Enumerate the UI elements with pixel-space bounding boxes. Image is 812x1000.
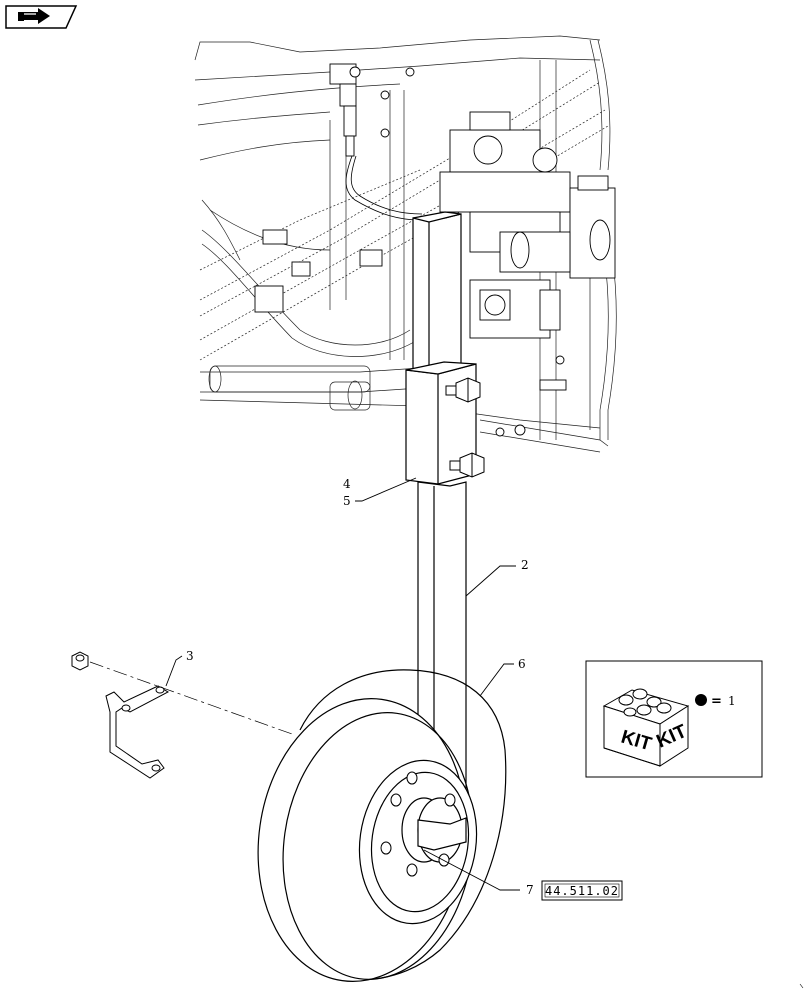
- kit-legend: KIT KIT = 1: [585, 660, 763, 778]
- callout-7: 7: [526, 883, 534, 897]
- clamp-bolt-lower: [449, 452, 485, 478]
- sensor-cable: [345, 155, 421, 221]
- reference-link-box[interactable]: 44.511.02: [541, 880, 623, 901]
- nut: [71, 651, 89, 671]
- kit-equals: =: [711, 694, 722, 709]
- callout-2: 2: [521, 558, 529, 572]
- next-page-button[interactable]: [5, 5, 78, 29]
- bullet-icon: [695, 694, 707, 706]
- upper-caster-tube: [412, 211, 462, 373]
- callout-4: 4: [343, 477, 351, 491]
- callout-6: 6: [518, 657, 526, 671]
- wheel-lug-nuts: [380, 771, 456, 877]
- reference-label: 44.511.02: [545, 884, 619, 898]
- kit-quantity: 1: [728, 694, 736, 708]
- kit-box-icon: [602, 688, 690, 767]
- axle-centerline: [89, 661, 293, 735]
- clamp-bolt-upper: [445, 377, 481, 403]
- arrow-right-icon: [18, 8, 50, 24]
- callout-5: 5: [343, 494, 351, 508]
- callout-3: 3: [186, 649, 194, 663]
- leader-lines: [165, 477, 520, 891]
- hydraulic-valve-block: [254, 63, 616, 437]
- bracket: [105, 685, 170, 779]
